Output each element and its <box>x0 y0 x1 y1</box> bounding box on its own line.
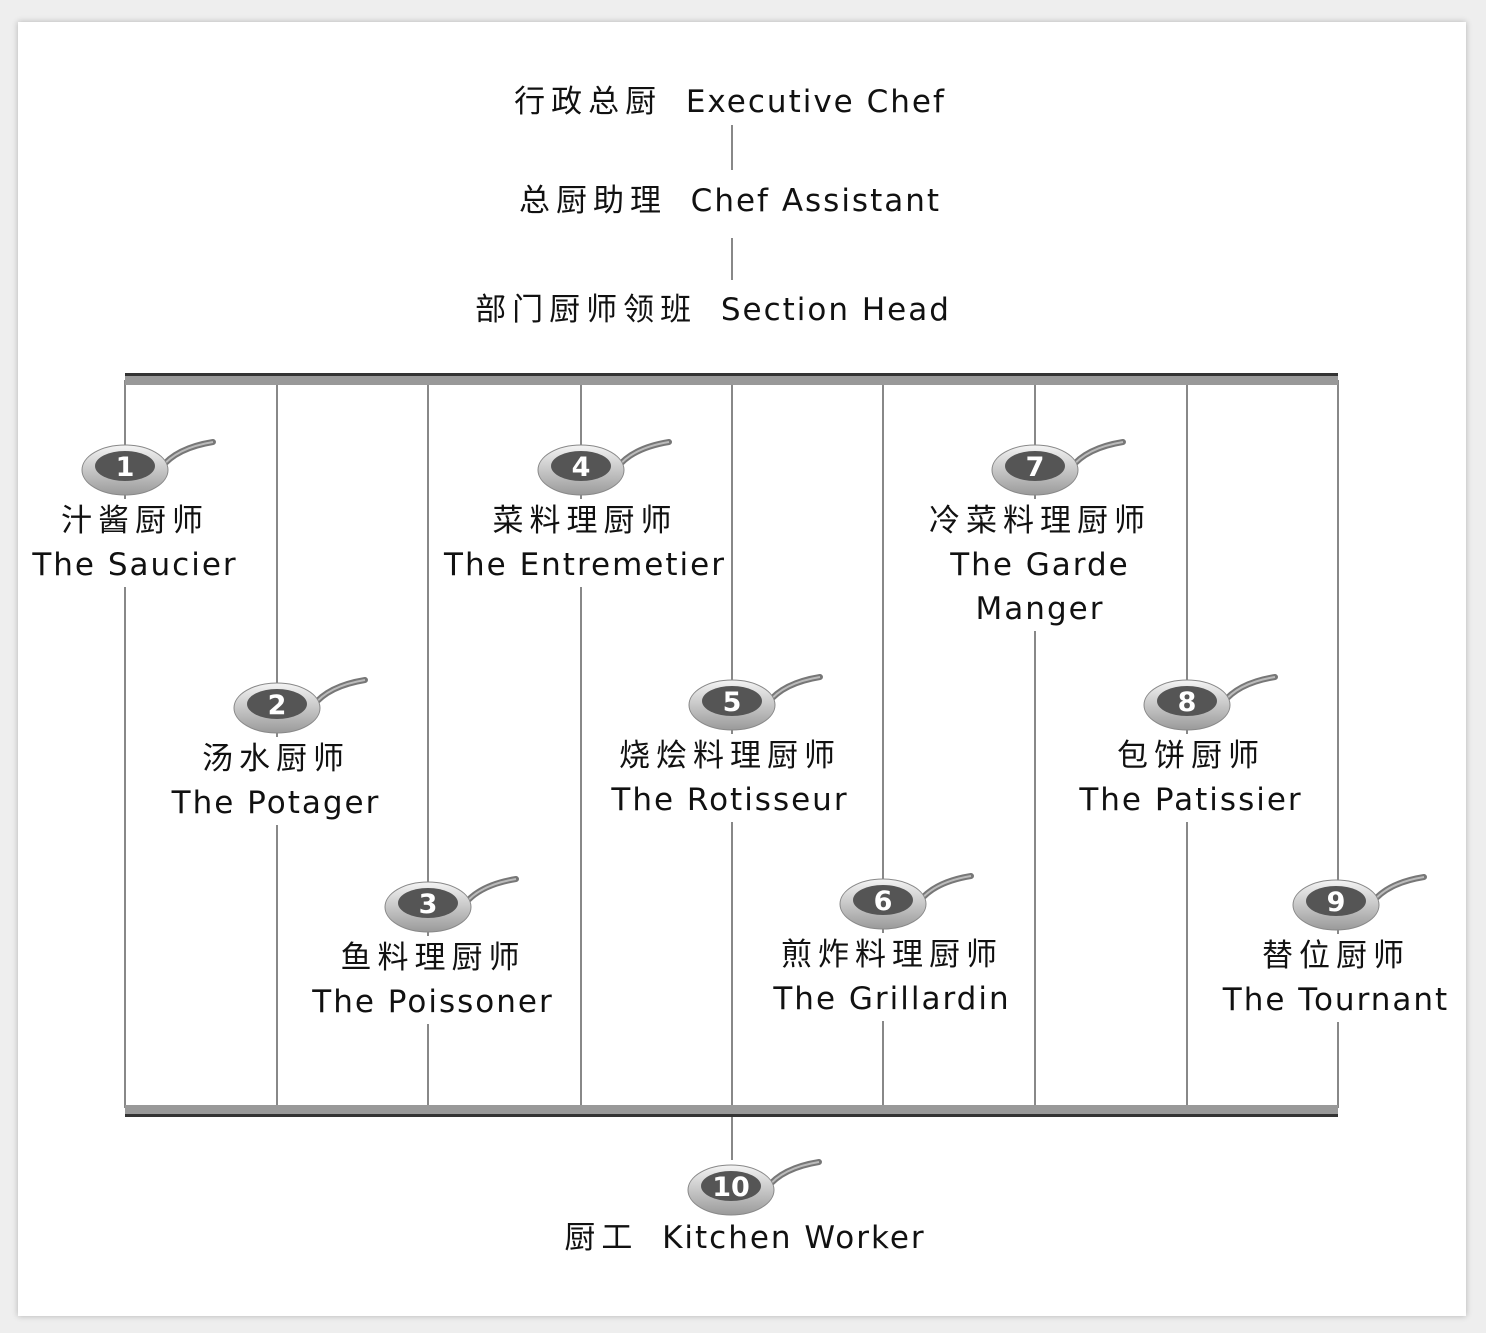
frying-pan-icon: 2 <box>233 668 373 738</box>
svg-text:4: 4 <box>572 452 591 483</box>
diagram-card <box>18 22 1466 1316</box>
pan-handle <box>1220 674 1278 706</box>
station-name-zh: 汁酱厨师 <box>61 503 209 539</box>
svg-text:8: 8 <box>1178 687 1197 718</box>
station-name-zh: 包饼厨师 <box>1117 738 1265 774</box>
pan-handle <box>614 439 672 471</box>
frying-pan-icon: 6 <box>839 864 979 934</box>
frying-pan-icon: 1 <box>81 430 221 500</box>
station-name-zh: 菜料理厨师 <box>492 503 678 539</box>
station-name-en: The Potager <box>171 785 381 821</box>
station-name-en: The Grillardin <box>773 981 1011 1017</box>
station-name-en: The Entremetier <box>444 547 726 583</box>
svg-text:5: 5 <box>723 687 742 718</box>
role-executive-chef: 行政总厨 Executive Chef <box>514 80 946 124</box>
svg-text:2: 2 <box>268 690 287 721</box>
svg-text:10: 10 <box>712 1172 750 1203</box>
station-name-zh: 煎炸料理厨师 <box>781 937 1003 973</box>
svg-text:1: 1 <box>116 452 135 483</box>
station-name-en: The Saucier <box>32 547 238 583</box>
pan-handle <box>310 677 368 709</box>
frying-pan-icon: 4 <box>537 430 677 500</box>
station-name-zh: 替位厨师 <box>1261 938 1410 974</box>
station-label-4: 菜料理厨师 The Entremetier <box>442 499 728 587</box>
station-name-en: The Patissier <box>1079 782 1303 818</box>
frying-pan-icon: 7 <box>991 430 1131 500</box>
role-chef-assistant: 总厨助理 Chef Assistant <box>518 179 942 223</box>
station-label-6: 煎炸料理厨师 The Grillardin <box>771 933 1013 1021</box>
station-label-5: 烧烩料理厨师 The Rotisseur <box>609 734 851 822</box>
station-label-7: 冷菜料理厨师 The Garde Manger <box>927 499 1153 631</box>
pan-handle <box>916 873 974 905</box>
svg-text:3: 3 <box>419 889 438 920</box>
station-label-9: 替位厨师 The Tournant <box>1220 934 1452 1022</box>
station-name-zh: 冷菜料理厨师 <box>929 503 1151 539</box>
frying-pan-icon: 10 <box>687 1150 827 1220</box>
pan-handle <box>461 876 519 908</box>
frying-pan-icon: 9 <box>1292 865 1432 935</box>
frying-pan-icon: 3 <box>384 867 524 937</box>
pan-handle <box>1068 439 1126 471</box>
svg-text:9: 9 <box>1327 887 1346 918</box>
pan-handle <box>765 674 823 706</box>
station-name-en: The Garde Manger <box>950 547 1130 627</box>
station-name-en: The Rotisseur <box>611 782 849 818</box>
role-kitchen-worker: 厨工 Kitchen Worker <box>564 1216 926 1260</box>
frying-pan-icon: 5 <box>688 665 828 735</box>
role-section-head: 部门厨师领班 Section Head <box>475 288 951 332</box>
station-label-3: 鱼料理厨师 The Poissoner <box>310 936 556 1024</box>
station-name-zh: 汤水厨师 <box>202 741 350 777</box>
station-label-2: 汤水厨师 The Potager <box>169 737 383 825</box>
station-name-zh: 鱼料理厨师 <box>340 940 526 976</box>
station-name-zh: 烧烩料理厨师 <box>618 738 841 774</box>
station-name-en: The Poissoner <box>312 984 554 1020</box>
station-label-8: 包饼厨师 The Patissier <box>1077 734 1305 822</box>
svg-text:7: 7 <box>1026 452 1045 483</box>
pan-handle <box>764 1159 822 1191</box>
top-bar-edge <box>125 373 1338 376</box>
bottom-bar-edge <box>125 1114 1338 1117</box>
frying-pan-icon: 8 <box>1143 665 1283 735</box>
station-label-1: 汁酱厨师 The Saucier <box>30 499 240 587</box>
pan-handle <box>1369 874 1427 906</box>
svg-text:6: 6 <box>874 886 893 917</box>
pan-handle <box>158 439 216 471</box>
station-name-en: The Tournant <box>1222 982 1450 1018</box>
